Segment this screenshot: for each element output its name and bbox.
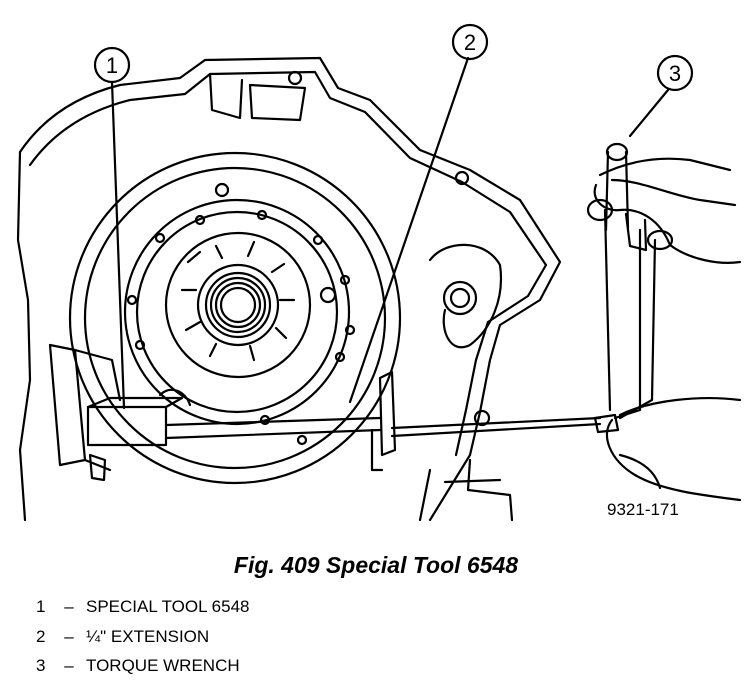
legend-number: 2 — [36, 626, 46, 646]
callout-3: 3 — [669, 61, 681, 86]
legend-separator: – — [64, 597, 74, 616]
leader-line-2 — [348, 56, 470, 404]
legend: 1–SPECIAL TOOL 6548 2–¼" EXTENSION 3–TOR… — [36, 592, 249, 681]
legend-text: ¼" EXTENSION — [86, 626, 210, 646]
legend-item: 3–TORQUE WRENCH — [36, 651, 249, 681]
legend-text: SPECIAL TOOL 6548 — [86, 597, 250, 616]
legend-item: 1–SPECIAL TOOL 6548 — [36, 592, 249, 622]
legend-separator: – — [64, 656, 74, 675]
callout-circle-1 — [93, 46, 131, 84]
legend-number: 3 — [36, 656, 46, 675]
case-outline — [18, 56, 562, 522]
part-number: 9321-171 — [607, 500, 679, 519]
callout-2: 2 — [464, 30, 476, 55]
legend-number: 1 — [36, 597, 46, 616]
callout-1: 1 — [106, 53, 118, 78]
leader-line-1 — [110, 80, 126, 410]
legend-text: TORQUE WRENCH — [86, 656, 240, 675]
callout-circle-2 — [451, 23, 489, 61]
figure-caption: Fig. 409 Special Tool 6548 — [233, 552, 519, 578]
tool-illustration: 1 2 3 9321-171 — [16, 23, 742, 522]
legend-separator: – — [64, 626, 74, 646]
leader-line-3 — [628, 88, 670, 138]
callout-circle-3 — [656, 54, 694, 92]
legend-item: 2–¼" EXTENSION — [36, 622, 249, 652]
